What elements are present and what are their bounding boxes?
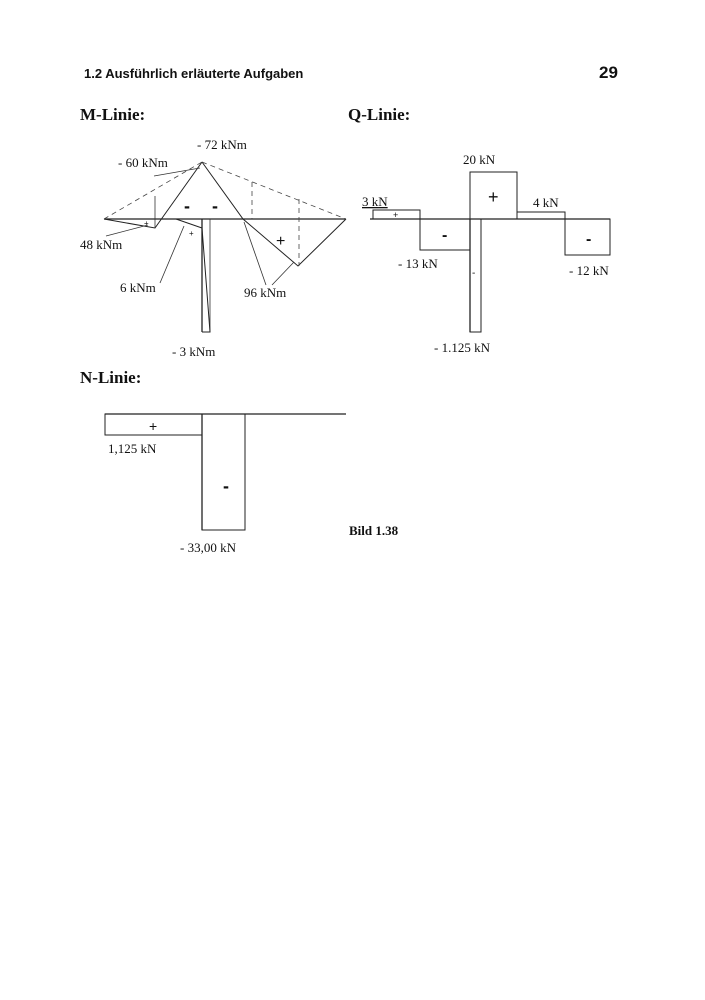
m-label-left-top: - 60 kNm bbox=[118, 155, 168, 170]
m-left-dashed bbox=[103, 161, 203, 220]
q-label-right-neg: - 12 kN bbox=[569, 263, 609, 278]
q-sign-pos-small: + bbox=[393, 210, 398, 220]
m-sign-pos-left: + bbox=[144, 219, 149, 228]
m-sign-pos-col: + bbox=[189, 229, 194, 238]
q-sign-neg-right: - bbox=[586, 231, 591, 248]
m-diagram: - 72 kNm - 60 kNm 48 kNm 6 kNm - 3 kNm 9… bbox=[80, 137, 347, 359]
m-right-moment-line bbox=[201, 161, 347, 267]
q-small-positive bbox=[372, 209, 421, 220]
m-label-bottom: - 3 kNm bbox=[172, 344, 215, 359]
n-sign-neg: - bbox=[223, 476, 229, 496]
n-label-bottom: - 33,00 kN bbox=[180, 540, 237, 555]
m-diagram-title: M-Linie: bbox=[80, 105, 146, 124]
q-top-positive bbox=[469, 171, 518, 220]
m-label-right: 96 kNm bbox=[244, 285, 286, 300]
m-left-moment-line bbox=[103, 161, 203, 229]
m-sign-neg-1: - bbox=[184, 196, 190, 216]
n-sign-pos: + bbox=[149, 418, 157, 434]
n-diagram: 1,125 kN - 33,00 kN + - bbox=[104, 413, 346, 555]
m-leader-60 bbox=[153, 167, 201, 177]
q-sign-neg-col: - bbox=[472, 268, 475, 279]
q-label-bottom: - 1.125 kN bbox=[434, 340, 491, 355]
q-sign-neg-mid: - bbox=[442, 227, 447, 244]
m-right-dashed bbox=[201, 161, 347, 220]
m-column-moment-line bbox=[175, 218, 211, 333]
page-number: 29 bbox=[599, 63, 618, 82]
figure-caption: Bild 1.38 bbox=[349, 523, 399, 538]
m-label-left-bottom: 6 kNm bbox=[120, 280, 156, 295]
q-diagram-title: Q-Linie: bbox=[348, 105, 411, 124]
q-label-top: 20 kN bbox=[463, 152, 496, 167]
m-sign-pos-right: + bbox=[276, 233, 285, 250]
section-header: 1.2 Ausführlich erläuterte Aufgaben bbox=[84, 66, 304, 81]
q-label-mid-neg: - 13 kN bbox=[398, 256, 438, 271]
q-right-positive bbox=[516, 211, 566, 220]
m-leader-96b bbox=[271, 261, 295, 286]
m-sign-neg-2: - bbox=[212, 196, 218, 216]
q-diagram: 20 kN 3 kN - 13 kN 4 kN - 12 kN - 1.125 … bbox=[362, 152, 611, 355]
n-negative-block bbox=[201, 413, 246, 531]
q-column-negative bbox=[469, 218, 482, 333]
q-label-right-pos: 4 kN bbox=[533, 195, 559, 210]
n-diagram-title: N-Linie: bbox=[80, 368, 142, 387]
m-leader-48 bbox=[105, 224, 149, 237]
q-right-negative bbox=[564, 218, 611, 256]
m-label-left: 48 kNm bbox=[80, 237, 122, 252]
n-label-left: 1,125 kN bbox=[108, 441, 157, 456]
m-label-top: - 72 kNm bbox=[197, 137, 247, 152]
m-leader-96a bbox=[243, 221, 267, 286]
q-label-left: 3 kN bbox=[362, 194, 388, 209]
q-sign-pos-top: + bbox=[488, 187, 499, 207]
m-leader-6 bbox=[159, 225, 185, 284]
